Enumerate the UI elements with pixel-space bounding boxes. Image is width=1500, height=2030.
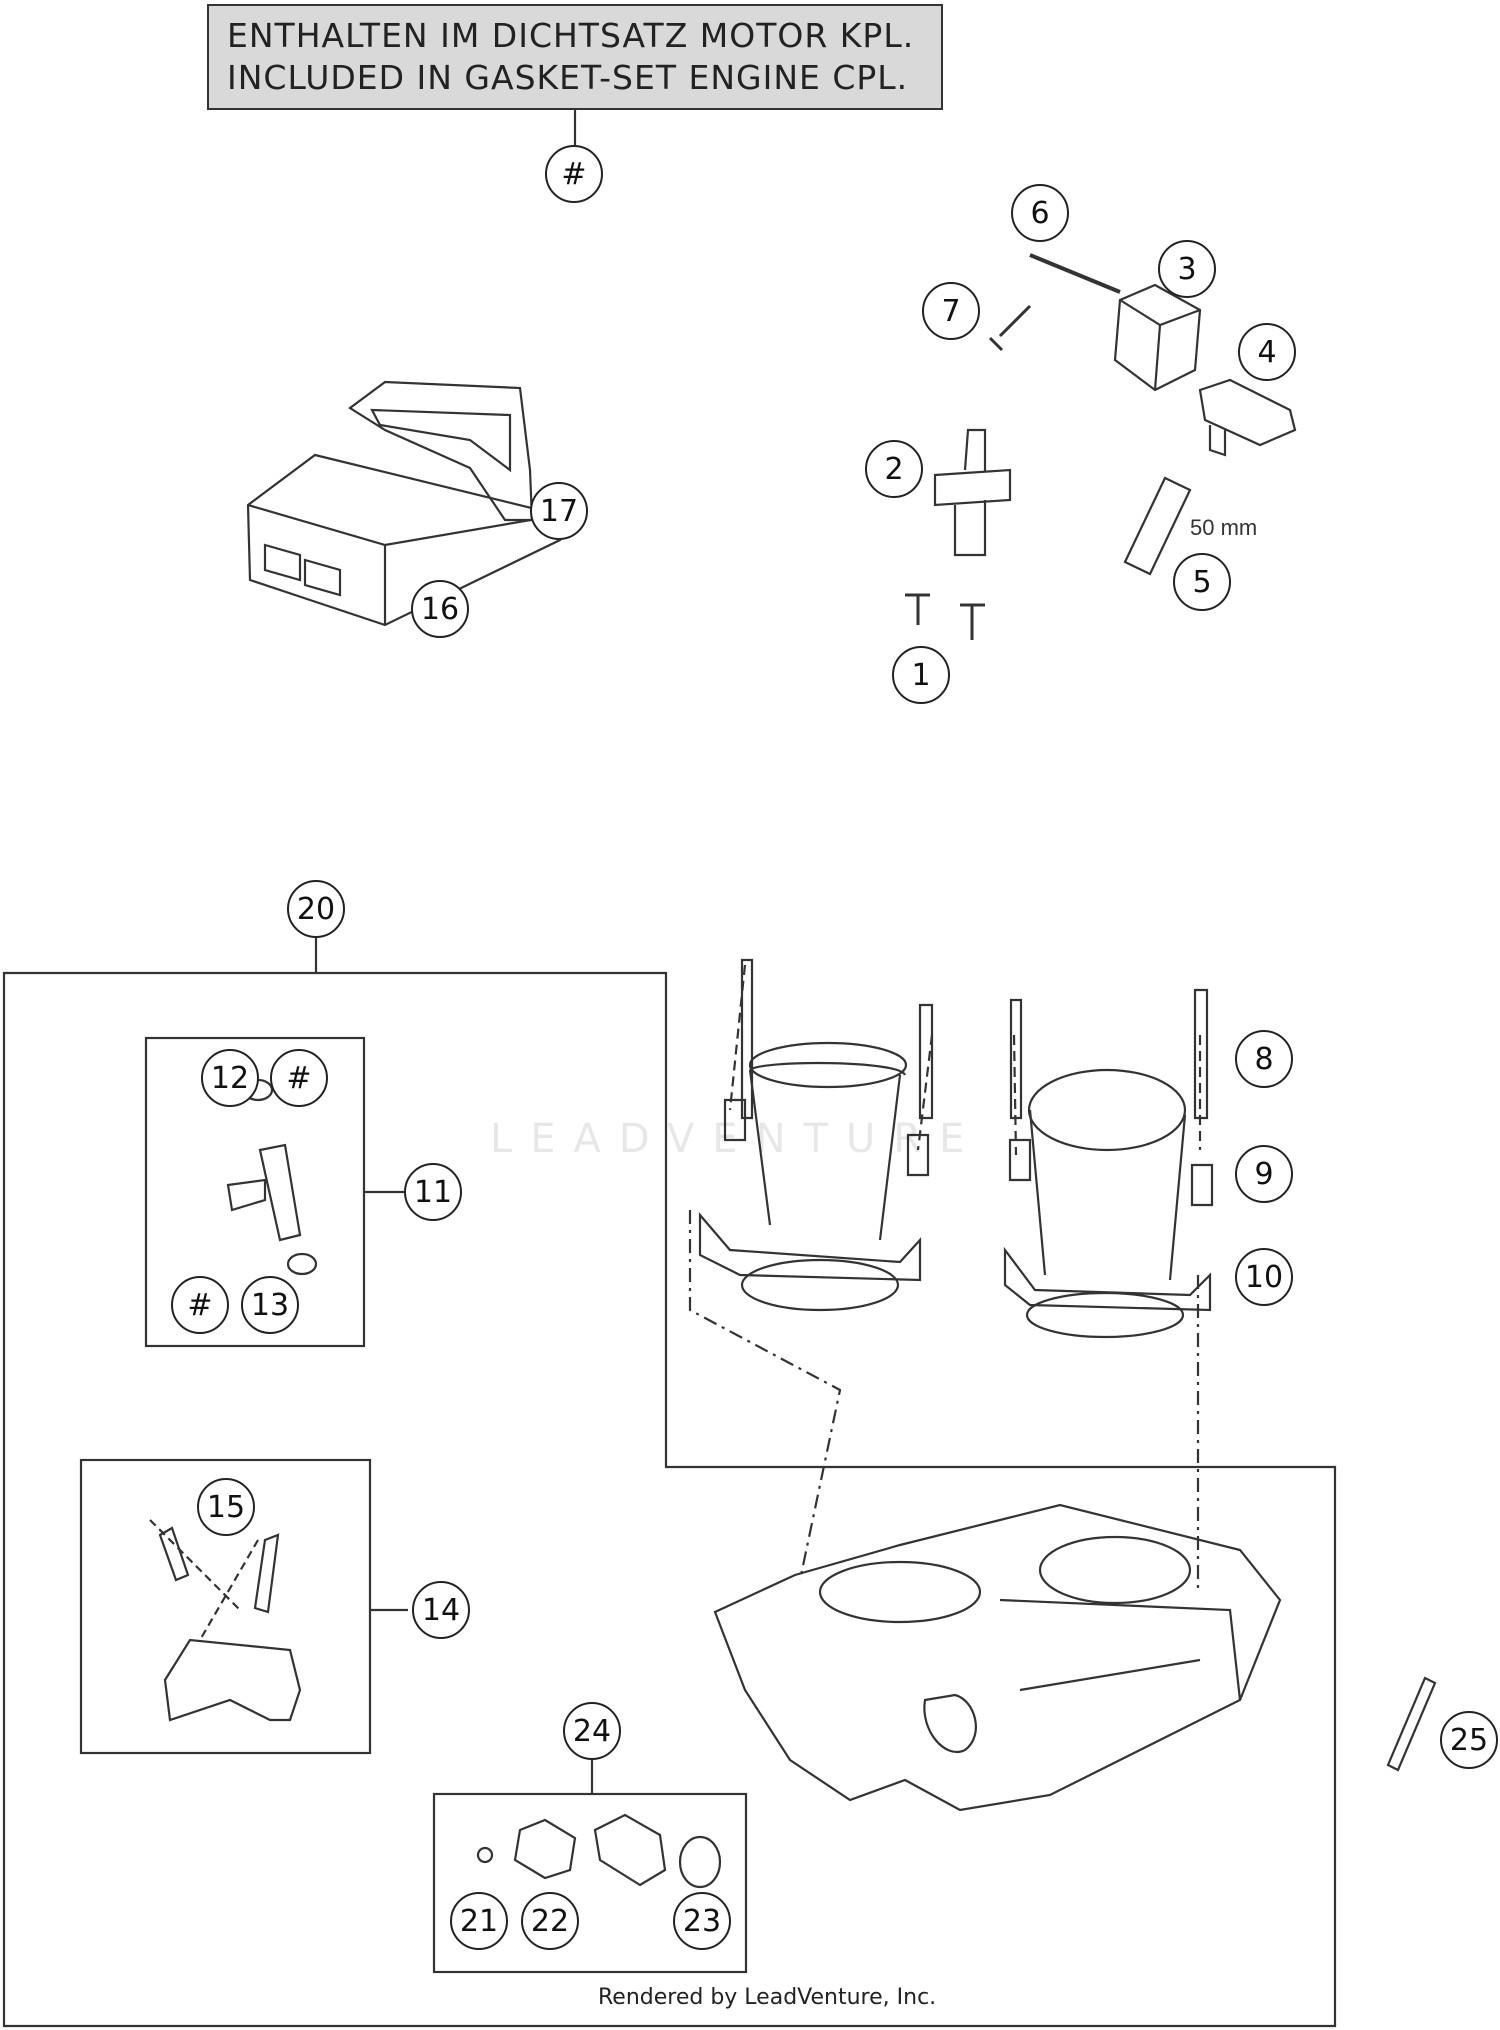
ecu-cover-drawing — [348, 380, 534, 522]
hose-length-label: 50 mm — [1190, 515, 1258, 540]
callout-11[interactable]: 11 — [404, 1163, 462, 1221]
plate-22-drawing — [513, 1818, 577, 1880]
pin-drawing — [1029, 253, 1121, 294]
render-credit: Rendered by LeadVenture, Inc. — [598, 1985, 937, 2010]
pressure-sensor-drawing — [933, 428, 1012, 557]
callout-10[interactable]: 10 — [1235, 1248, 1293, 1306]
connector-drawing — [1113, 283, 1202, 392]
callout-2[interactable]: 2 — [865, 440, 923, 498]
callout-21[interactable]: 21 — [450, 1892, 508, 1950]
callout-14[interactable]: 14 — [412, 1581, 470, 1639]
callout-25[interactable]: 25 — [1440, 1711, 1498, 1769]
throttle-frame-drawing — [999, 1598, 1242, 1701]
group-20-outline — [2, 938, 1337, 2028]
injector-drawing — [226, 1143, 302, 1242]
callout-6[interactable]: 6 — [1011, 184, 1069, 242]
bushings-drawing — [723, 1098, 1214, 1207]
group-14-box — [79, 1458, 372, 1755]
screw-drawing — [988, 304, 1032, 352]
screws-drawing — [905, 593, 985, 640]
throttle-bore-left — [818, 1560, 982, 1624]
callout-20[interactable]: 20 — [287, 880, 345, 938]
pin-25-drawing — [1386, 1676, 1437, 1772]
callout-15[interactable]: 15 — [197, 1478, 255, 1536]
intake-mouth-left — [748, 1041, 908, 1089]
sensor-24-drawing — [593, 1813, 667, 1887]
ecu-connectors — [263, 543, 342, 597]
callout-1[interactable]: 1 — [892, 646, 950, 704]
callout-hash-top[interactable]: # — [545, 145, 603, 203]
callout-9[interactable]: 9 — [1235, 1145, 1293, 1203]
hose-drawing — [1123, 476, 1192, 576]
callout-hash-12[interactable]: # — [270, 1049, 328, 1107]
valves-drawing — [158, 1526, 280, 1614]
bolt-axis-right-1 — [1012, 1034, 1018, 1156]
throttle-body-drawing — [713, 1503, 1282, 1812]
callout-12[interactable]: 12 — [201, 1049, 259, 1107]
throttle-spring-drawing — [923, 1693, 977, 1753]
callout-7[interactable]: 7 — [922, 282, 980, 340]
callout-22[interactable]: 22 — [521, 1892, 579, 1950]
oring-lower-drawing — [286, 1252, 318, 1276]
intake-base-left — [740, 1258, 900, 1312]
group-24-box — [432, 1792, 748, 1974]
callout-5[interactable]: 5 — [1173, 553, 1231, 611]
callout-16[interactable]: 16 — [411, 580, 469, 638]
sensor-drawing — [1198, 378, 1297, 457]
intake-flange-right — [1003, 1246, 1212, 1312]
ecu-drawing — [246, 453, 562, 627]
intake-funnel-right — [1028, 1109, 1187, 1281]
valve-axis-1 — [149, 1519, 241, 1611]
callout-24[interactable]: 24 — [563, 1702, 621, 1760]
callout-4[interactable]: 4 — [1238, 323, 1296, 381]
gasket-set-note: ENTHALTEN IM DICHTSATZ MOTOR KPL. INCLUD… — [207, 4, 943, 110]
intake-funnel-left — [748, 1061, 907, 1241]
callout-8[interactable]: 8 — [1235, 1030, 1293, 1088]
valve-axis-2 — [199, 1539, 259, 1641]
bolt-axis-left-2 — [916, 1034, 934, 1151]
callout-3[interactable]: 3 — [1158, 240, 1216, 298]
throttle-bore-right — [1038, 1535, 1192, 1605]
note-line-english: INCLUDED IN GASKET-SET ENGINE CPL. — [227, 58, 909, 97]
seal-23-drawing — [678, 1835, 722, 1889]
stepper-drawing — [163, 1638, 302, 1722]
callout-23[interactable]: 23 — [673, 1892, 731, 1950]
callout-13[interactable]: 13 — [241, 1276, 299, 1334]
intake-flange-left — [698, 1212, 922, 1282]
bolts-drawing — [740, 958, 1209, 1120]
note-line-german: ENTHALTEN IM DICHTSATZ MOTOR KPL. — [227, 16, 915, 55]
screw-21-drawing — [476, 1846, 494, 1864]
callout-17[interactable]: 17 — [530, 482, 588, 540]
intake-mouth-right — [1027, 1068, 1187, 1152]
assembly-line-left — [688, 1210, 842, 1581]
watermark: LEADVENTURE — [490, 1116, 983, 1162]
intake-base-right — [1025, 1291, 1185, 1339]
callout-hash-13[interactable]: # — [171, 1276, 229, 1334]
